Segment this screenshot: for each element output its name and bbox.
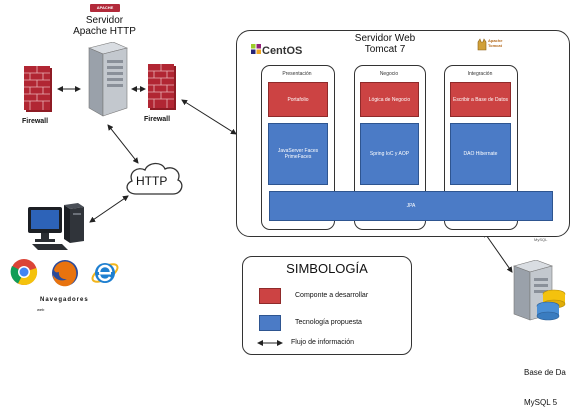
centos-logo-text: CentOS	[262, 45, 303, 57]
database-label-line1: Base de Da	[524, 368, 566, 377]
apache-server-icon	[88, 42, 128, 117]
legend-label-technology: Tecnología propuesta	[295, 319, 362, 326]
firewall-left-label: Firewall	[22, 118, 49, 125]
firewall-right-label: Firewall	[144, 116, 171, 123]
jpa-bar: JPA	[269, 191, 553, 221]
apache-title-line2: Apache HTTP	[73, 26, 136, 37]
tomcat-logo-text: Apache Tomcat	[488, 38, 503, 48]
legend-label-component: Componte a desarrollar	[295, 292, 369, 299]
layer-integration-component: Escribir a Base de Datos	[450, 82, 511, 117]
layer-business-component: Lógica de Negocio	[360, 82, 419, 117]
browsers-sublabel: web	[37, 307, 45, 312]
connection-lines	[57, 86, 513, 273]
mysql-logo: MySQL	[534, 237, 548, 242]
flow-arrow-tomcat-database	[483, 231, 513, 273]
database-server-icon	[513, 260, 566, 321]
firefox-icon	[52, 260, 78, 287]
layer-integration-title: Integración	[467, 71, 493, 77]
apache-logo: APACHE	[90, 4, 120, 12]
apache-server-title: Servidor Apache HTTP	[52, 15, 157, 37]
database-label: Base de Da MySQL 5	[524, 348, 566, 418]
legend-label-flow: Flujo de información	[291, 339, 355, 346]
tomcat-title-line1: Servidor Web	[354, 33, 416, 44]
layer-presentation-title: Presentación	[282, 71, 312, 77]
apache-logo-text: APACHE	[96, 5, 114, 10]
legend-box: SIMBOLOGÍA Componte a desarrollar Tecnol…	[242, 256, 412, 355]
apache-title-line1: Servidor	[85, 15, 124, 26]
flow-arrow-firewall-tomcat	[181, 99, 237, 135]
firewall-right-icon	[148, 64, 176, 110]
desktop-computer-icon	[28, 203, 84, 250]
http-cloud-label: HTTP	[136, 174, 168, 188]
layer-business-technology: Spring IoC y AOP	[360, 123, 419, 185]
tomcat-title-line2: Tomcat 7	[364, 44, 406, 55]
legend-swatch-technology	[259, 315, 281, 331]
database-label-line2: MySQL 5	[524, 398, 558, 407]
flow-arrow-server-http	[107, 124, 139, 164]
legend-swatch-component	[259, 288, 281, 304]
layer-integration-technology: DAO Hibernate	[450, 123, 511, 185]
browsers-label: Navegadores	[40, 297, 89, 303]
layer-presentation-technology: JavaServer Faces PrimeFaces	[268, 123, 328, 185]
tomcat-logo: Apache Tomcat	[476, 36, 512, 56]
chrome-icon	[10, 259, 38, 286]
layer-presentation-component: Portafolio	[268, 82, 328, 117]
legend-title: SIMBOLOGÍA	[286, 261, 368, 276]
http-cloud-icon	[126, 162, 183, 195]
centos-logo-icon	[251, 44, 261, 54]
legend-flow-arrow-icon	[257, 340, 283, 346]
internet-explorer-icon	[91, 263, 119, 283]
layer-business-title: Negocio	[379, 71, 399, 77]
tomcat-server-title: Servidor Web Tomcat 7	[330, 33, 440, 55]
flow-arrow-http-browsers	[89, 195, 129, 223]
firewall-left-icon	[24, 66, 52, 112]
tomcat-cat-icon	[477, 38, 487, 51]
